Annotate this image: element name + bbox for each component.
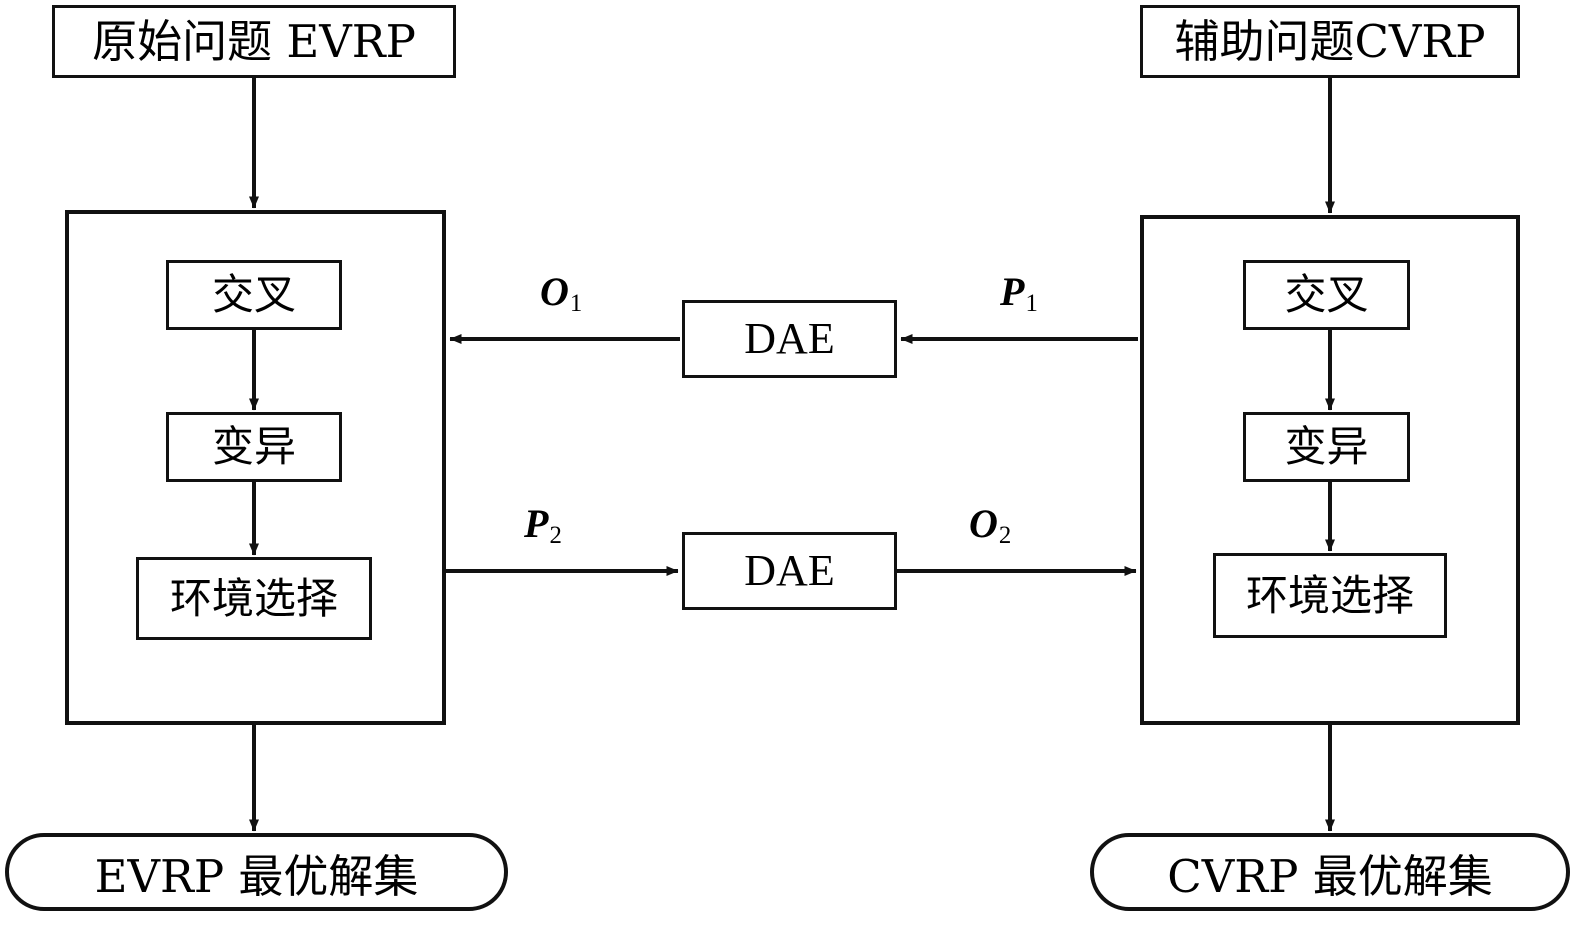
right-operator-crossover[interactable]: 交叉 (1243, 260, 1410, 330)
left-operator-environmental-selection[interactable]: 环境选择 (136, 557, 372, 640)
edge-label-p1-base: P (1000, 269, 1025, 314)
edge-label-o2-sub: 2 (998, 522, 1012, 550)
original-problem-box[interactable]: 原始问题 EVRP (52, 5, 456, 78)
dae-box-upper[interactable]: DAE (682, 300, 897, 378)
right-algorithm-container (1140, 215, 1520, 725)
edge-label-o1-sub: 1 (569, 290, 583, 318)
right-result-node[interactable]: CVRP 最优解集 (1090, 833, 1570, 911)
right-operator-environmental-selection[interactable]: 环境选择 (1213, 553, 1447, 638)
dae-box-lower[interactable]: DAE (682, 532, 897, 610)
left-algorithm-container (65, 210, 446, 725)
right-operator-mutation[interactable]: 变异 (1243, 412, 1410, 482)
edge-label-p1: P1 (1000, 272, 1038, 317)
edge-label-p2-base: P (524, 501, 549, 546)
edge-label-o2: O2 (969, 504, 1011, 549)
edge-label-p1-sub: 1 (1025, 290, 1038, 318)
left-operator-mutation[interactable]: 变异 (166, 412, 342, 482)
edge-label-o1: O1 (540, 272, 582, 317)
left-result-node[interactable]: EVRP 最优解集 (5, 833, 508, 911)
edge-label-o1-base: O (540, 269, 569, 314)
edge-label-p2-sub: 2 (549, 522, 562, 550)
edge-label-p2: P2 (524, 504, 562, 549)
left-operator-crossover[interactable]: 交叉 (166, 260, 342, 330)
edge-label-o2-base: O (969, 501, 998, 546)
auxiliary-problem-box[interactable]: 辅助问题CVRP (1140, 5, 1520, 78)
